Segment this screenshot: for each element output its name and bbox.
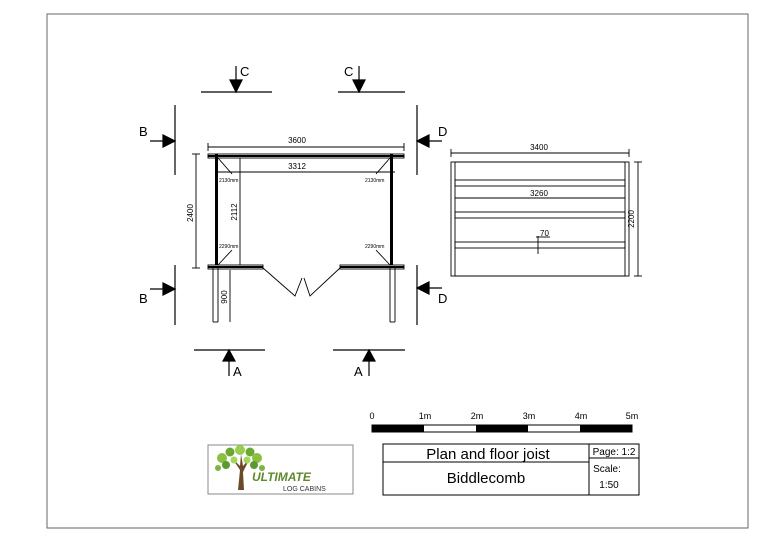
- title-block-name: Biddlecomb: [447, 470, 525, 487]
- scale-label-3m: 3m: [523, 411, 536, 421]
- title-block-scale-value: 1:50: [599, 480, 619, 491]
- plan-inner-width: 3312: [288, 162, 306, 171]
- section-marker-c-right: [338, 66, 405, 94]
- section-marker-b-bottom: [150, 265, 177, 325]
- plan-overall-depth: 2400: [186, 204, 195, 222]
- logo-word-log-cabins: LOG CABINS: [283, 486, 326, 493]
- logo-tree-icon: [215, 445, 265, 490]
- plan-overall-width: 3600: [288, 136, 306, 145]
- section-marker-a-left: [194, 348, 265, 376]
- section-label-c-left: C: [240, 64, 249, 79]
- floor-joist-plan: [450, 149, 642, 277]
- scale-label-4m: 4m: [575, 411, 588, 421]
- section-label-a-left: A: [233, 364, 242, 379]
- title-block-page: Page: 1:2: [593, 447, 636, 458]
- section-marker-c-left: [201, 66, 272, 94]
- scale-bar: [371, 424, 633, 433]
- plan-post-bottom-left: 2290mm: [219, 244, 238, 250]
- title-block-scale-label: Scale:: [593, 464, 621, 475]
- section-marker-a-right: [333, 348, 405, 376]
- joist-inner-width: 3260: [530, 189, 548, 198]
- section-label-a-right: A: [354, 364, 363, 379]
- sheet-border: [46, 13, 749, 529]
- section-label-c-right: C: [344, 64, 353, 79]
- joist-size: 70: [540, 229, 549, 238]
- section-label-d-bottom: D: [438, 291, 447, 306]
- plan-post-bottom-right: 2290mm: [365, 244, 384, 250]
- section-label-b-bottom: B: [139, 291, 148, 306]
- section-marker-d-bottom: [415, 265, 442, 325]
- plan-veranda-depth: 900: [220, 290, 229, 304]
- logo-word-ultimate: ULTIMATE: [252, 470, 312, 484]
- joist-overall-width: 3400: [530, 143, 548, 152]
- plan-post-top-right: 2130mm: [365, 178, 384, 184]
- scale-label-0: 0: [369, 411, 374, 421]
- title-block-title: Plan and floor joist: [426, 446, 550, 463]
- section-label-b-top: B: [139, 124, 148, 139]
- plan-post-top-left: 2130mm: [219, 178, 238, 184]
- joist-depth: 2200: [627, 210, 636, 228]
- section-marker-b-top: [150, 105, 177, 175]
- scale-label-2m: 2m: [471, 411, 484, 421]
- scale-label-5m: 5m: [626, 411, 639, 421]
- section-label-d-top: D: [438, 124, 447, 139]
- plan-inner-depth: 2112: [230, 203, 239, 221]
- scale-label-1m: 1m: [419, 411, 432, 421]
- cabin-plan: [192, 143, 405, 323]
- section-marker-d-top: [415, 105, 442, 175]
- title-block: [382, 443, 640, 496]
